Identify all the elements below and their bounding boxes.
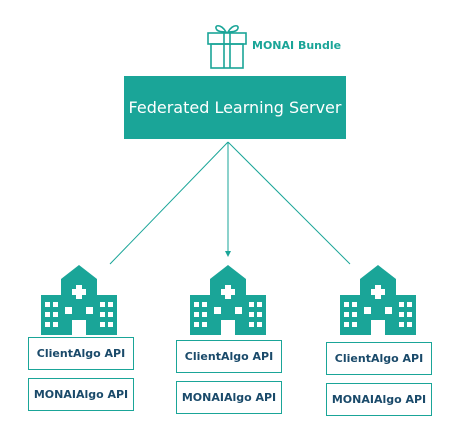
arrowhead-center: [225, 251, 231, 257]
client-2-monaialgo-api[interactable]: MONAIAlgo API: [176, 381, 282, 414]
client-3-monaialgo-api[interactable]: MONAIAlgo API: [326, 383, 432, 416]
client-2-clientalgo-api[interactable]: ClientAlgo API: [176, 340, 282, 373]
connection-line-left: [109, 141, 229, 265]
gift-box-icon: [207, 24, 247, 69]
server-label: Federated Learning Server: [128, 98, 342, 117]
bundle-label: MONAI Bundle: [252, 39, 342, 52]
federated-learning-server[interactable]: Federated Learning Server: [124, 76, 346, 139]
connection-line-right: [227, 141, 351, 265]
hospital-icon: [41, 265, 117, 335]
hospital-icon: [190, 265, 266, 335]
client-1-clientalgo-api[interactable]: ClientAlgo API: [28, 337, 134, 370]
client-3-clientalgo-api[interactable]: ClientAlgo API: [326, 342, 432, 375]
hospital-icon: [340, 265, 416, 335]
client-1-monaialgo-api[interactable]: MONAIAlgo API: [28, 378, 134, 411]
